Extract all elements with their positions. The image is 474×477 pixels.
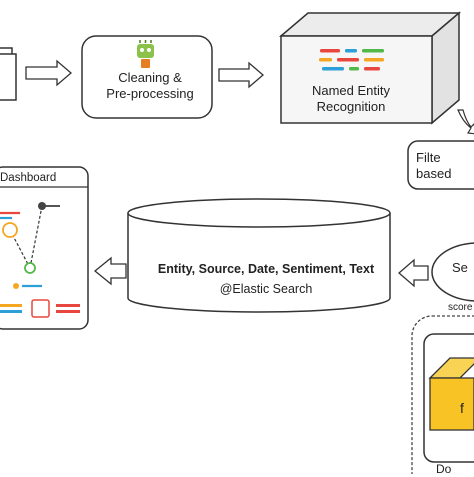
flow-arrow-ner-to-filter <box>457 109 474 135</box>
filter-label: Filte based <box>416 150 474 183</box>
filter-label-line1: Filte <box>416 150 441 165</box>
cleaning-label: Cleaning & Pre-processing <box>88 70 212 103</box>
filter-box <box>407 140 474 190</box>
cleaning-box <box>81 35 213 119</box>
dashboard-title: Dashboard <box>0 172 57 184</box>
elastic-store-label: @Elastic Search <box>219 282 313 296</box>
ner-colored-bars <box>319 49 384 71</box>
dashboard-window <box>0 166 89 330</box>
sentiment-ellipse <box>431 242 474 302</box>
cleaning-label-line2: Pre-processing <box>106 86 194 102</box>
ner-label-line2: Recognition <box>316 99 386 115</box>
yellow-cube <box>428 357 474 431</box>
filter-label-line2: based <box>416 166 452 182</box>
elastic-search-cylinder <box>127 198 391 313</box>
ner-label: Named Entity Recognition <box>288 83 414 116</box>
flow-arrow-cleaning-to-ner <box>218 61 264 89</box>
elastic-fields-label: Entity, Source, Date, Sentiment, Text <box>157 262 375 276</box>
sentiment-label: Se <box>452 260 468 275</box>
flow-arrow-docs-to-cleaning <box>25 59 72 87</box>
flow-arrow-elastic-to-dashboard <box>93 256 127 286</box>
cleaning-label-line1: Cleaning & <box>118 70 182 85</box>
cube-letter: f <box>460 400 464 416</box>
ner-label-line1: Named Entity <box>311 83 391 98</box>
scoring-label: score <box>448 302 473 313</box>
cleaning-brush-icon <box>137 40 154 68</box>
network-graph-icon <box>0 202 80 318</box>
flow-arrow-sentiment-to-elastic <box>398 258 429 288</box>
documents-icon <box>0 47 17 101</box>
docker-label: Do <box>436 462 452 476</box>
